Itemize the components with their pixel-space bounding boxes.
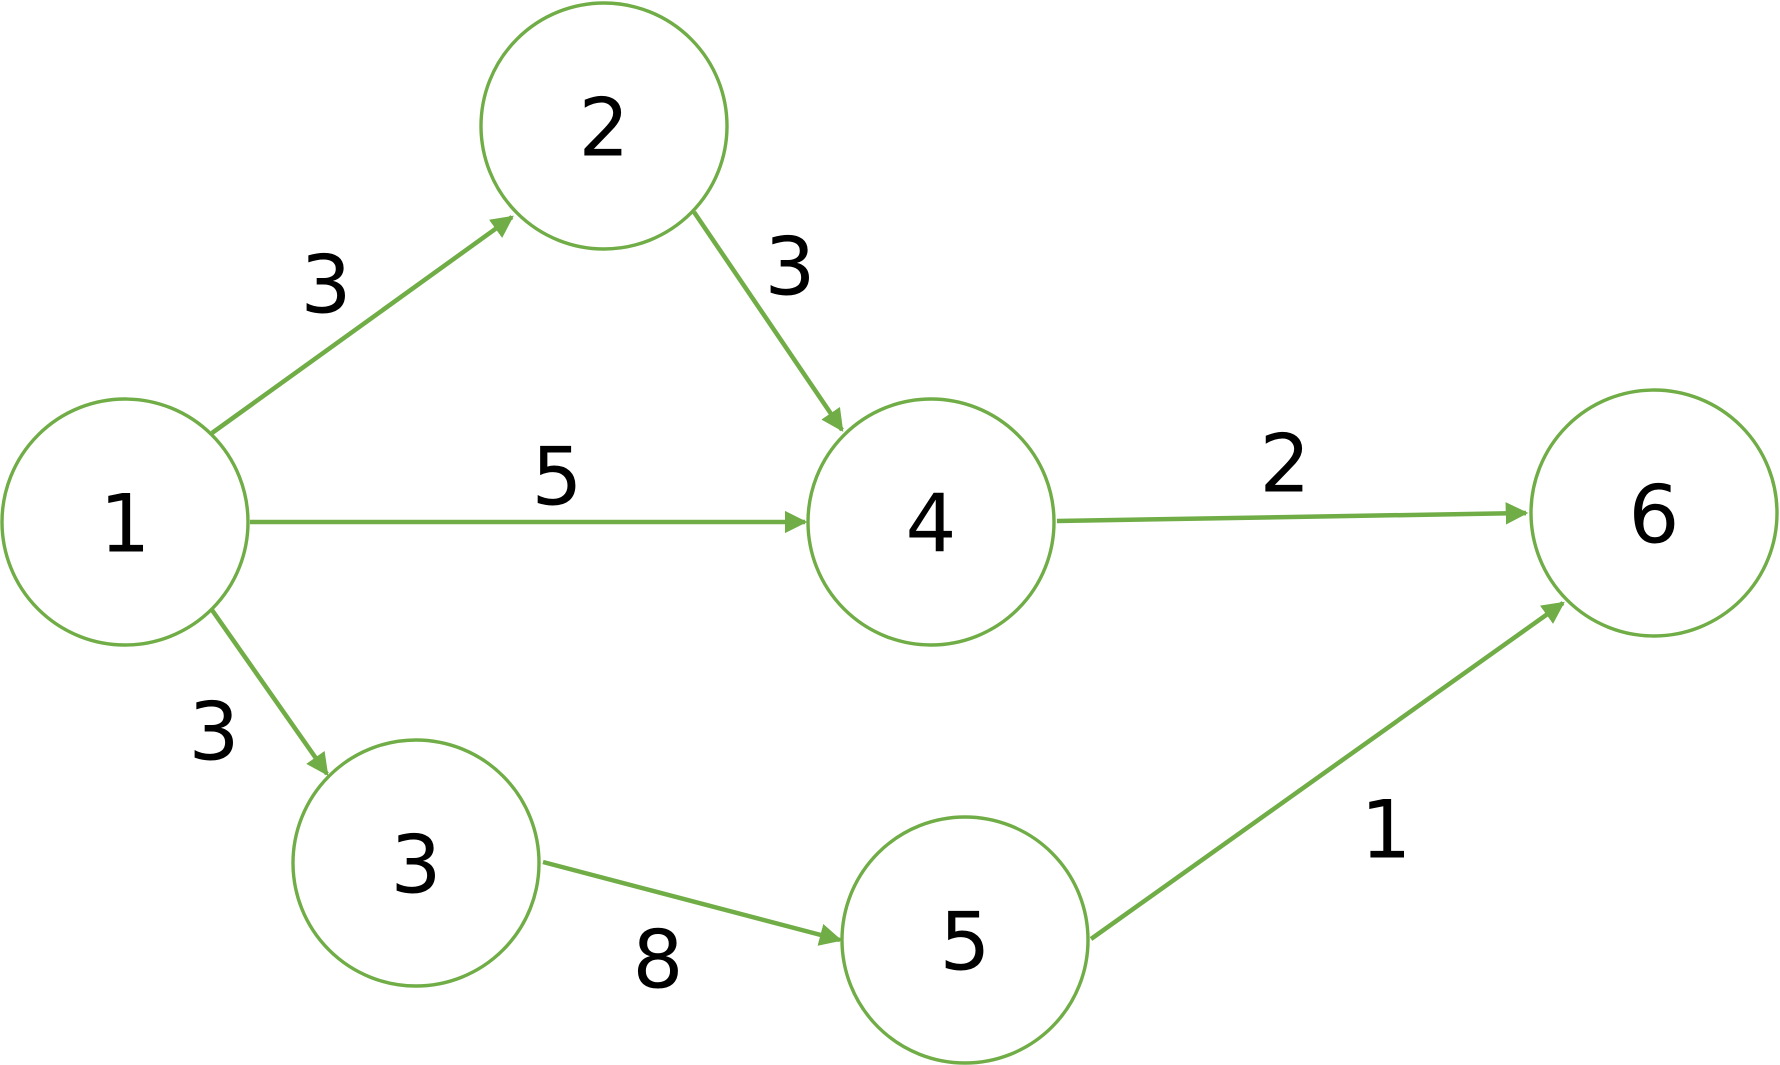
edge-weight-3-5: 8 [633,914,684,1007]
node-5: 5 [840,815,1090,1065]
edge-2-4 [692,210,844,432]
node-4-label: 4 [906,478,957,571]
node-1-circle [0,397,250,647]
edge-1-3 [210,608,329,776]
node-1: 1 [0,397,250,647]
edge-weight-2-4: 3 [765,221,816,314]
node-2-label: 2 [579,82,630,175]
edge-4-6 [1056,502,1529,525]
edge-weight-4-6: 2 [1260,418,1311,511]
edge-weight-1-4: 5 [532,431,583,524]
edges: 3 5 3 3 2 8 1 [189,210,1565,1007]
node-1-label: 1 [100,478,151,571]
node-6-circle [1529,388,1779,638]
edge-5-6 [1089,601,1565,941]
node-6: 6 [1529,388,1779,638]
node-2-circle [479,1,729,251]
node-3: 3 [291,738,541,988]
node-3-circle [291,738,541,988]
edge-weight-1-2: 3 [301,239,352,332]
node-5-label: 5 [940,896,991,989]
node-2: 2 [479,1,729,251]
edge-weight-5-6: 1 [1361,784,1412,877]
edge-3-5 [542,859,843,946]
node-4-circle [806,397,1056,647]
node-3-label: 3 [391,819,442,912]
node-6-label: 6 [1629,469,1680,562]
node-4: 4 [806,397,1056,647]
edge-weight-1-3: 3 [189,686,240,779]
edge-1-2 [210,215,514,435]
node-5-circle [840,815,1090,1065]
